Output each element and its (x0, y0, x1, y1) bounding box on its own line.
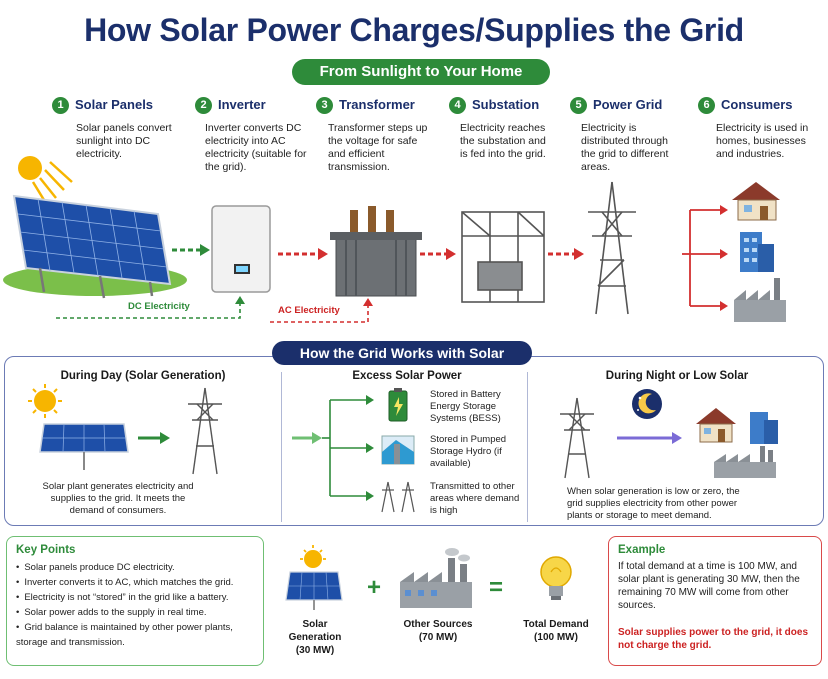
equals-sign: = (489, 574, 504, 601)
day-text: Solar plant generates electricity and su… (42, 481, 194, 516)
step-1-desc: Solar panels convert sunlight into DC el… (76, 122, 172, 160)
step-1-title: Solar Panels (75, 97, 154, 112)
sun-icon (28, 384, 62, 418)
key-point-item: Inverter converts it to AC, which matche… (16, 575, 260, 590)
night-power-tower-icon (560, 397, 594, 479)
step-4-title: Substation (472, 97, 540, 112)
other-sources-label: Other Sources (70 MW) (403, 619, 473, 643)
inverter-icon (211, 205, 271, 293)
solar-panel-icon (3, 194, 187, 299)
sun-icon (18, 156, 73, 201)
step-6-title: Consumers (721, 97, 793, 112)
step-4-number: 4 (449, 97, 466, 114)
dc-electricity-label: DC Electricity (128, 301, 190, 312)
distribution-lines (682, 209, 720, 307)
key-points-box (6, 536, 264, 666)
step-2-title: Inverter (218, 97, 266, 112)
grid-section-banner: How the Grid Works with Solar (272, 341, 532, 365)
day-title: During Day (Solar Generation) (60, 370, 226, 382)
step-6-heading: 6 Consumers (698, 97, 793, 114)
transmission-towers-icon (381, 481, 415, 513)
house-icon (732, 182, 780, 221)
factory-icon (734, 278, 786, 322)
dc-feedback-line (56, 302, 241, 319)
key-point-item: Electricity is not “stored” in the grid … (16, 590, 260, 605)
moon-icon (632, 389, 662, 419)
solar-generation-label: Solar Generation (30 MW) (288, 619, 342, 656)
light-bulb-icon (540, 556, 572, 600)
solar-panel-icon (39, 423, 129, 470)
excess-item-hydro: Stored in Pumped Storage Hydro (if avail… (430, 434, 507, 469)
step-5-heading: 5 Power Grid (570, 97, 662, 114)
total-demand-label: Total Demand (100 MW) (523, 619, 589, 643)
step-4-desc: Electricity reaches the substation and i… (460, 122, 546, 160)
substation-icon (461, 211, 545, 303)
key-point-item: Solar panels produce DC electricity. (16, 560, 260, 575)
excess-branch (322, 399, 366, 497)
step-3-title: Transformer (339, 97, 415, 112)
page-title: How Solar Power Charges/Supplies the Gri… (84, 12, 744, 48)
step-5-title: Power Grid (593, 97, 663, 112)
excess-item-transmit: Transmitted to other areas where demand … (430, 481, 520, 516)
section-divider-1 (281, 372, 282, 522)
flow-illustrations (3, 156, 786, 323)
step-6-number: 6 (698, 97, 715, 114)
step-6-desc: Electricity is used in homes, businesses… (716, 122, 809, 160)
sun-icon (300, 545, 326, 568)
key-point-item: Grid balance is maintained by other powe… (16, 620, 260, 650)
night-text: When solar generation is low or zero, th… (567, 486, 740, 521)
example-conclusion: Solar supplies power to the grid, it doe… (618, 627, 809, 651)
step-5-desc: Electricity is distributed through the g… (581, 122, 669, 173)
pumped-hydro-icon (381, 435, 415, 465)
step-3-heading: 3 Transformer (316, 97, 415, 114)
step-1-number: 1 (52, 97, 69, 114)
excess-item-battery: Stored in Battery Energy Storage Systems… (430, 389, 501, 424)
step-2-heading: 2 Inverter (195, 97, 266, 114)
key-point-item: Solar power adds to the supply in real t… (16, 605, 260, 620)
step-3-desc: Transformer steps up the voltage for saf… (328, 122, 428, 173)
night-title: During Night or Low Solar (605, 370, 749, 382)
power-tower-icon (188, 387, 222, 475)
office-building-icon (740, 232, 774, 272)
step-3-number: 3 (316, 97, 333, 114)
key-points-title: Key Points (16, 544, 76, 556)
key-points-list: Solar panels produce DC electricity. Inv… (16, 560, 260, 650)
plus-sign: + (367, 574, 382, 601)
example-text: If total demand at a time is 100 MW, and… (618, 561, 800, 611)
step-5-number: 5 (570, 97, 587, 114)
step-2-number: 2 (195, 97, 212, 114)
battery-icon (388, 388, 408, 422)
page-subtitle: From Sunlight to Your Home (292, 59, 550, 85)
excess-title: Excess Solar Power (352, 370, 462, 382)
power-tower-icon (588, 181, 636, 315)
factory-icon (714, 446, 776, 478)
ac-electricity-label: AC Electricity (278, 305, 340, 316)
house-icon (696, 408, 736, 443)
step-4-heading: 4 Substation (449, 97, 539, 114)
ac-arrow-heads (318, 248, 584, 260)
example-title: Example (618, 544, 666, 556)
transformer-icon (330, 206, 422, 297)
dc-arrow-head (200, 244, 210, 256)
office-building-icon (750, 412, 778, 444)
power-plant-icon (400, 548, 472, 608)
example-box (608, 536, 822, 666)
step-1-heading: 1 Solar Panels (52, 97, 153, 114)
ac-feedback-line (270, 304, 369, 323)
step-2-desc: Inverter converts DC electricity into AC… (205, 122, 307, 173)
section-divider-2 (527, 372, 528, 522)
solar-panel-icon (285, 571, 343, 610)
